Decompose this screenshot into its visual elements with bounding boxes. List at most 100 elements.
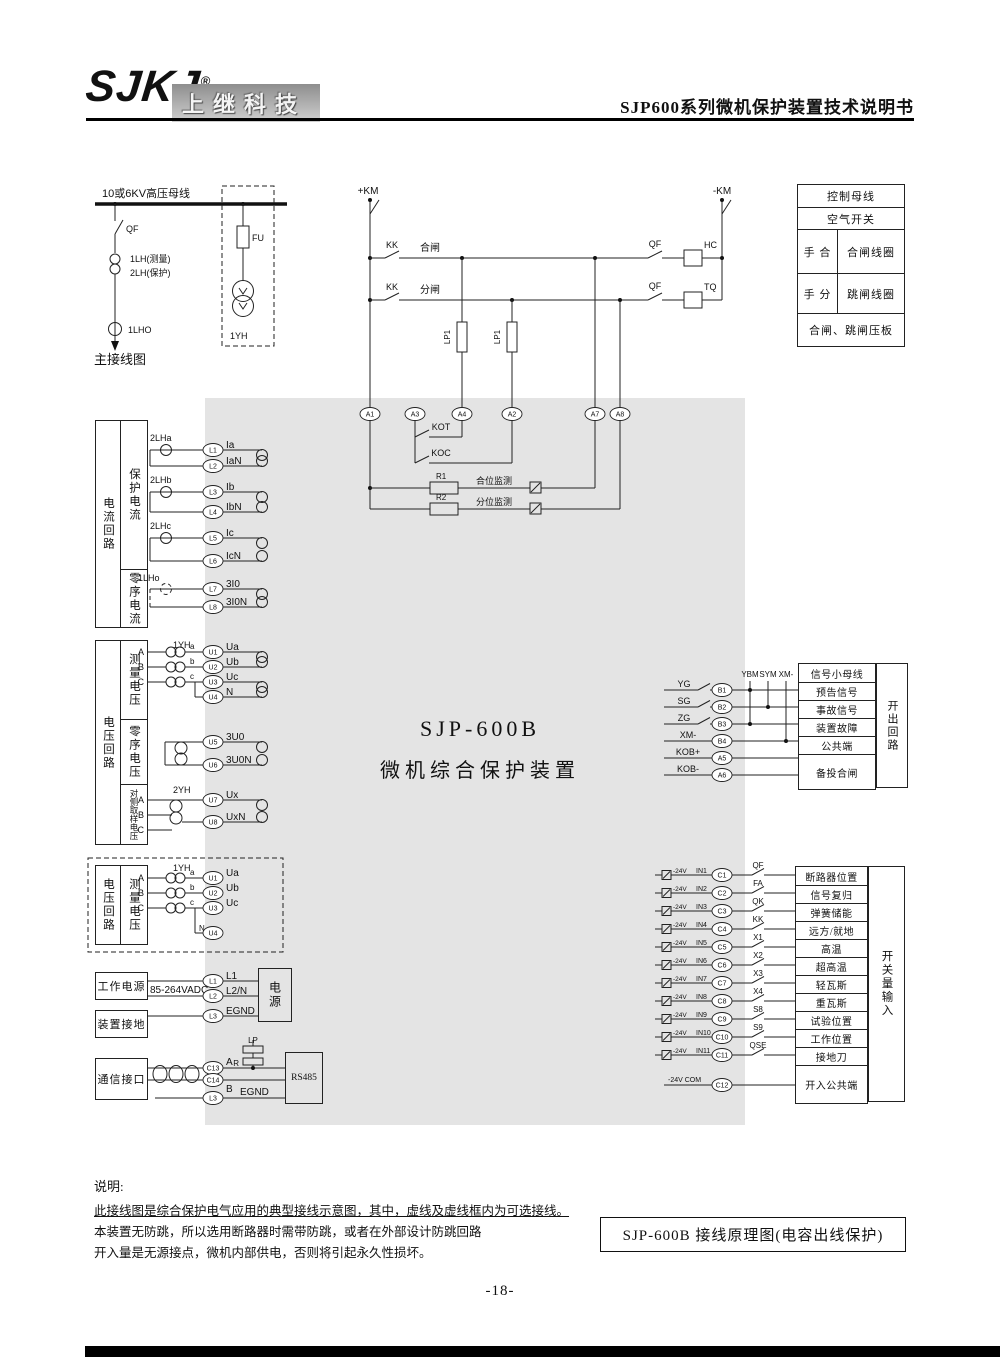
- section-subcells: 测量电压: [121, 866, 147, 944]
- label: B: [138, 888, 144, 898]
- wire: [751, 976, 765, 984]
- label: -24V: [673, 1012, 687, 1019]
- junction-dot: [368, 198, 372, 202]
- rs485-box: RS485: [285, 1052, 323, 1104]
- twisted-pair-loop: [184, 1065, 200, 1083]
- notes: 说明: 此接线图是综合保护电气应用的典型接线示意图，其中，虚线及虚线框内为可选接…: [94, 1176, 594, 1264]
- label: YG: [677, 679, 690, 689]
- table-row: 装置故障: [799, 718, 875, 736]
- label: QF: [649, 281, 662, 291]
- junction-dot: [618, 298, 622, 302]
- label: A: [138, 647, 144, 657]
- power-supply-box: 电源: [258, 968, 292, 1022]
- symbol-circle: [256, 799, 268, 811]
- symbol-circle: [256, 491, 268, 503]
- symbol-circle: [108, 322, 122, 336]
- wire: [751, 1012, 765, 1020]
- symbol-circle: [256, 537, 268, 549]
- label: -24V: [673, 1030, 687, 1037]
- wire: [697, 700, 711, 708]
- wire: [662, 1033, 671, 1041]
- device-title: SJP-600B 微机综合保护装置: [330, 716, 630, 783]
- wire: [697, 717, 711, 725]
- junction-dot: [748, 722, 752, 726]
- label: U2: [209, 665, 218, 672]
- terminal: [501, 407, 523, 421]
- label: HC: [704, 240, 717, 250]
- label: QSE: [750, 1041, 767, 1050]
- symbol-circle: [256, 686, 268, 698]
- section-subtitle: 零序电流: [121, 569, 147, 627]
- label: U6: [209, 763, 218, 770]
- label: KOT: [432, 422, 451, 432]
- section-subcells: 保护电流 零序电流: [121, 421, 147, 627]
- label: S8: [753, 1005, 763, 1014]
- component-box: [506, 321, 518, 353]
- wire: [384, 250, 400, 259]
- label: B4: [718, 739, 727, 746]
- table-row: 手 合 合闸线圈: [798, 229, 904, 273]
- header-rule: [86, 118, 914, 121]
- wire: [662, 943, 671, 951]
- wire: [662, 889, 671, 897]
- label: A3: [411, 412, 420, 419]
- label: KK: [753, 915, 764, 924]
- label: c: [190, 672, 194, 681]
- label: L1: [209, 979, 217, 986]
- device-name: 微机综合保护装置: [380, 760, 580, 782]
- section-title: 电压回路: [96, 641, 121, 844]
- label: 1LHO: [128, 325, 152, 335]
- symbol-circle: [169, 811, 183, 825]
- table-row: 重瓦斯: [796, 993, 867, 1011]
- label: IN3: [696, 904, 707, 911]
- label: IN5: [696, 940, 707, 947]
- label: C7: [718, 981, 727, 988]
- terminal: [202, 886, 224, 900]
- label: 2LHc: [150, 521, 172, 531]
- label: C13: [207, 1066, 220, 1073]
- label: C: [138, 903, 145, 913]
- label: 3I0: [226, 579, 240, 590]
- section-title: 电流回路: [96, 421, 121, 627]
- label: QF: [126, 224, 139, 234]
- symbol-circle: [256, 455, 268, 467]
- label: U3: [209, 906, 218, 913]
- notes-title: 说明:: [94, 1179, 124, 1194]
- label: N: [226, 687, 233, 698]
- symbol-circle: [256, 754, 268, 766]
- terminal: [609, 407, 631, 421]
- junction-dot: [766, 705, 770, 709]
- table-row: 信号小母线: [810, 669, 864, 681]
- wire: [530, 482, 541, 493]
- label: C12: [716, 1083, 729, 1090]
- section-subtitle: 测量电压: [128, 653, 140, 707]
- label: LP1: [443, 329, 452, 344]
- wire: [751, 868, 765, 876]
- table-cell: 手 合: [798, 230, 838, 273]
- symbol-circle: [256, 811, 268, 823]
- label: X4: [753, 987, 763, 996]
- terminal: [451, 407, 473, 421]
- label: KK: [386, 240, 398, 250]
- label: Ua: [226, 868, 239, 879]
- label: QK: [752, 897, 764, 906]
- symbol-circle: [109, 253, 121, 265]
- table-row: 断路器位置: [805, 872, 858, 884]
- label: A2: [508, 412, 517, 419]
- label: Ux: [226, 790, 238, 801]
- label: Ub: [226, 657, 239, 668]
- table-row: 弹簧储能: [796, 903, 867, 921]
- label: -24V: [673, 922, 687, 929]
- symbol-circle: [165, 646, 177, 658]
- note-line: 本装置无防跳，所以选用断路器时需带防跳，或者在外部设计防跳回路: [94, 1225, 482, 1239]
- label: C9: [718, 1017, 727, 1024]
- label: U8: [209, 820, 218, 827]
- label: Ib: [226, 482, 235, 493]
- junction-dot: [784, 739, 788, 743]
- label: -24V: [673, 1048, 687, 1055]
- label: L6: [209, 559, 217, 566]
- wire: [662, 907, 671, 915]
- label: Ub: [226, 883, 239, 894]
- table-row: 超高温: [796, 957, 867, 975]
